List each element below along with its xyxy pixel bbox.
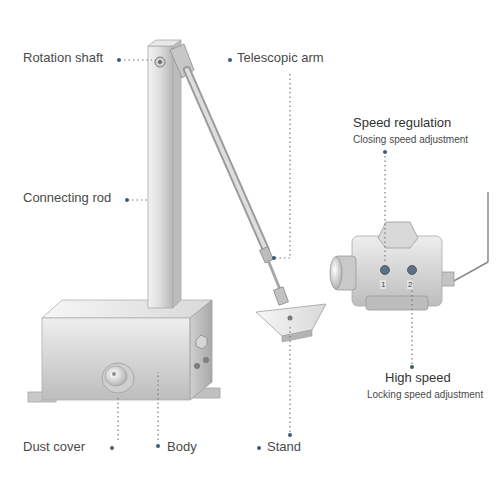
part-label: Closing speed adjustment [352, 134, 469, 146]
leader-line [276, 257, 290, 258]
part-label: High speed [384, 371, 452, 386]
connecting-rod [155, 57, 165, 67]
leader-line [124, 59, 152, 60]
connecting-rod [148, 40, 181, 308]
connecting-rod [158, 60, 162, 64]
leader-dot [125, 198, 129, 202]
telescopic-arm [187, 70, 266, 250]
leader-dot [257, 446, 261, 450]
part-label: Dust cover [22, 440, 86, 455]
leader-line [132, 199, 147, 200]
telescopic-arm [268, 260, 281, 292]
stand [256, 304, 326, 342]
part-label: Telescopic arm [236, 51, 325, 66]
stand [288, 316, 293, 321]
valve-inset [366, 296, 428, 310]
connecting-rod [148, 46, 173, 308]
valve-inset [378, 222, 418, 248]
telescopic-arm [274, 287, 289, 305]
telescopic-arm [259, 247, 273, 263]
valve-inset [487, 192, 489, 262]
leader-line [411, 278, 412, 364]
leader-line [117, 396, 118, 440]
closer-body [190, 300, 212, 400]
closer-body [194, 363, 200, 369]
leader-line [289, 324, 290, 432]
connecting-rod [173, 40, 181, 308]
part-label: Locking speed adjustment [366, 389, 484, 401]
callout-number: 2 [407, 280, 413, 289]
leader-dot [410, 365, 414, 369]
part-label: Connecting rod [22, 191, 112, 206]
leader-dot [272, 256, 276, 260]
dust-cover [112, 372, 116, 376]
leader-line [157, 372, 158, 440]
stand [256, 304, 326, 336]
part-label: Stand [266, 440, 302, 455]
leader-dot [110, 446, 114, 450]
leader-dot [117, 58, 121, 62]
valve-inset [330, 257, 342, 289]
part-label: Rotation shaft [22, 51, 104, 66]
closer-body [42, 318, 190, 400]
leader-dot [156, 444, 160, 448]
closer-body [28, 300, 220, 402]
callout-number: 1 [380, 280, 386, 289]
stand [282, 330, 312, 342]
leader-dot [383, 150, 387, 154]
leader-line [384, 156, 385, 262]
telescopic-arm [170, 44, 288, 305]
leader-dot [288, 433, 292, 437]
valve-inset [381, 266, 390, 275]
valve-inset [452, 262, 488, 282]
part-label: Body [166, 440, 198, 455]
dust-cover [102, 363, 134, 393]
dust-cover [105, 366, 127, 386]
leader-dot [228, 58, 232, 62]
closer-body [203, 357, 209, 363]
valve-inset [330, 192, 488, 310]
closer-body [196, 335, 207, 349]
telescopic-arm [187, 70, 266, 250]
closer-body [42, 300, 212, 318]
part-label: Speed regulation [352, 116, 452, 131]
dust-cover [102, 363, 134, 393]
leader-line [289, 74, 290, 258]
valve-inset [408, 266, 417, 275]
